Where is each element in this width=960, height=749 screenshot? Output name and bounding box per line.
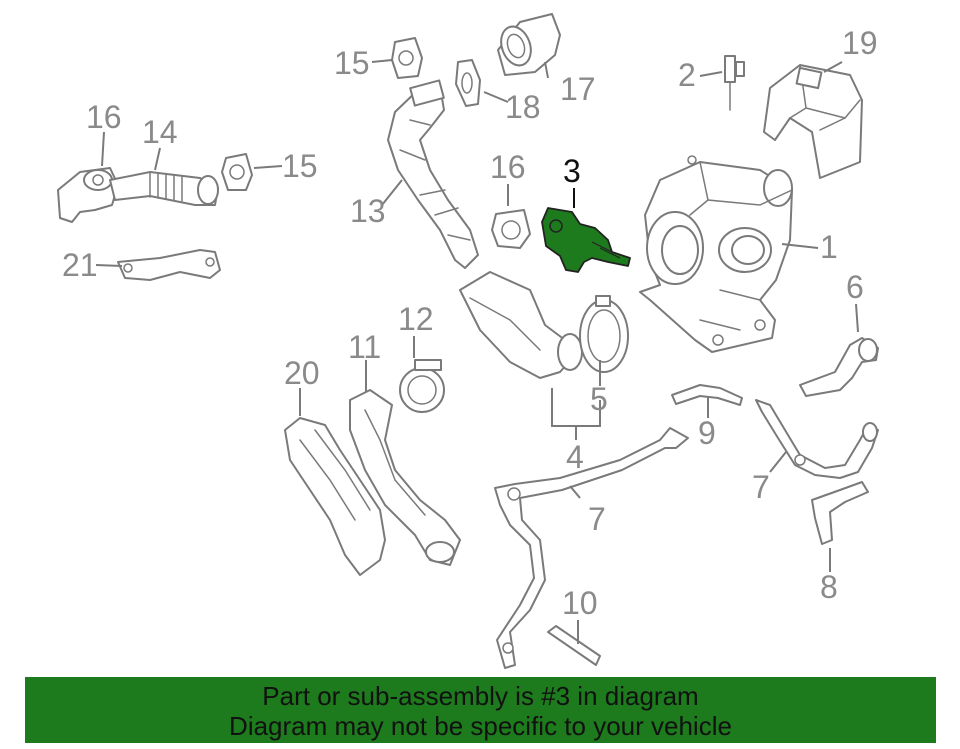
part-16-gasket-middle[interactable]	[491, 209, 531, 249]
part-17-pipe-elbow[interactable]	[496, 13, 561, 76]
callout-7-left[interactable]: 7	[588, 501, 606, 537]
part-8-hose[interactable]	[811, 481, 869, 545]
part-11-outlet-duct[interactable]	[349, 389, 461, 566]
callout-7-right[interactable]: 7	[752, 469, 770, 505]
part-15-gasket-left[interactable]	[221, 153, 253, 191]
part-7-line-right[interactable]	[755, 399, 879, 479]
callout-12[interactable]: 12	[398, 301, 434, 337]
leader-lines	[95, 59, 859, 644]
part-15-gasket-upper[interactable]	[391, 37, 423, 79]
part-20-heat-shield[interactable]	[284, 417, 386, 576]
part-18-gasket[interactable]	[455, 59, 481, 107]
callout-19[interactable]: 19	[842, 25, 878, 61]
banner-line-1: Part or sub-assembly is #3 in diagram	[262, 681, 699, 711]
part-2-sensor[interactable]	[724, 55, 745, 111]
callout-1[interactable]: 1	[820, 229, 838, 265]
callout-14[interactable]: 14	[142, 114, 178, 150]
part-6-hose[interactable]	[799, 337, 879, 397]
callout-15-left[interactable]: 15	[282, 148, 318, 184]
callout-4[interactable]: 4	[566, 439, 584, 475]
callout-6[interactable]: 6	[846, 269, 864, 305]
banner-line-2: Diagram may not be specific to your vehi…	[229, 711, 732, 741]
part-4-intake-tube[interactable]	[459, 271, 583, 379]
part-13-tube-assembly[interactable]	[387, 79, 479, 269]
part-1-turbocharger[interactable]	[639, 155, 793, 353]
callout-16-middle[interactable]: 16	[490, 149, 526, 185]
callout-10[interactable]: 10	[562, 585, 598, 621]
callout-17[interactable]: 17	[560, 71, 596, 107]
callout-20[interactable]: 20	[284, 355, 320, 391]
exploded-parts-diagram: 3 1 2 19 17 18 15 16 13 16 14 15 21 6 9 …	[57, 13, 879, 669]
callout-16-left[interactable]: 16	[86, 99, 122, 135]
callout-9[interactable]: 9	[698, 415, 716, 451]
notice-banner: Part or sub-assembly is #3 in diagram Di…	[25, 677, 936, 743]
part-7-line-left[interactable]	[494, 427, 689, 669]
callout-18[interactable]: 18	[505, 89, 541, 125]
part-19-heat-shield[interactable]	[763, 64, 863, 179]
part-12-clamp[interactable]	[399, 359, 445, 413]
callout-11[interactable]: 11	[348, 329, 381, 365]
callout-3[interactable]: 3	[563, 153, 581, 189]
callout-13[interactable]: 13	[350, 193, 386, 229]
part-3-highlighted[interactable]	[541, 207, 631, 273]
part-14-flex-pipe[interactable]	[109, 171, 219, 206]
part-21-bracket[interactable]	[117, 249, 221, 281]
part-9-hose[interactable]	[671, 384, 743, 406]
part-16-flange-left[interactable]	[57, 167, 119, 223]
callout-15-upper[interactable]: 15	[334, 45, 370, 81]
callout-8[interactable]: 8	[820, 569, 838, 605]
part-10-hose[interactable]	[547, 625, 601, 666]
callout-21[interactable]: 21	[62, 247, 98, 283]
callout-2[interactable]: 2	[678, 57, 696, 93]
callout-5[interactable]: 5	[590, 381, 608, 417]
part-5-clamp[interactable]	[579, 295, 629, 373]
callout-labels: 3 1 2 19 17 18 15 16 13 16 14 15 21 6 9 …	[62, 25, 878, 621]
